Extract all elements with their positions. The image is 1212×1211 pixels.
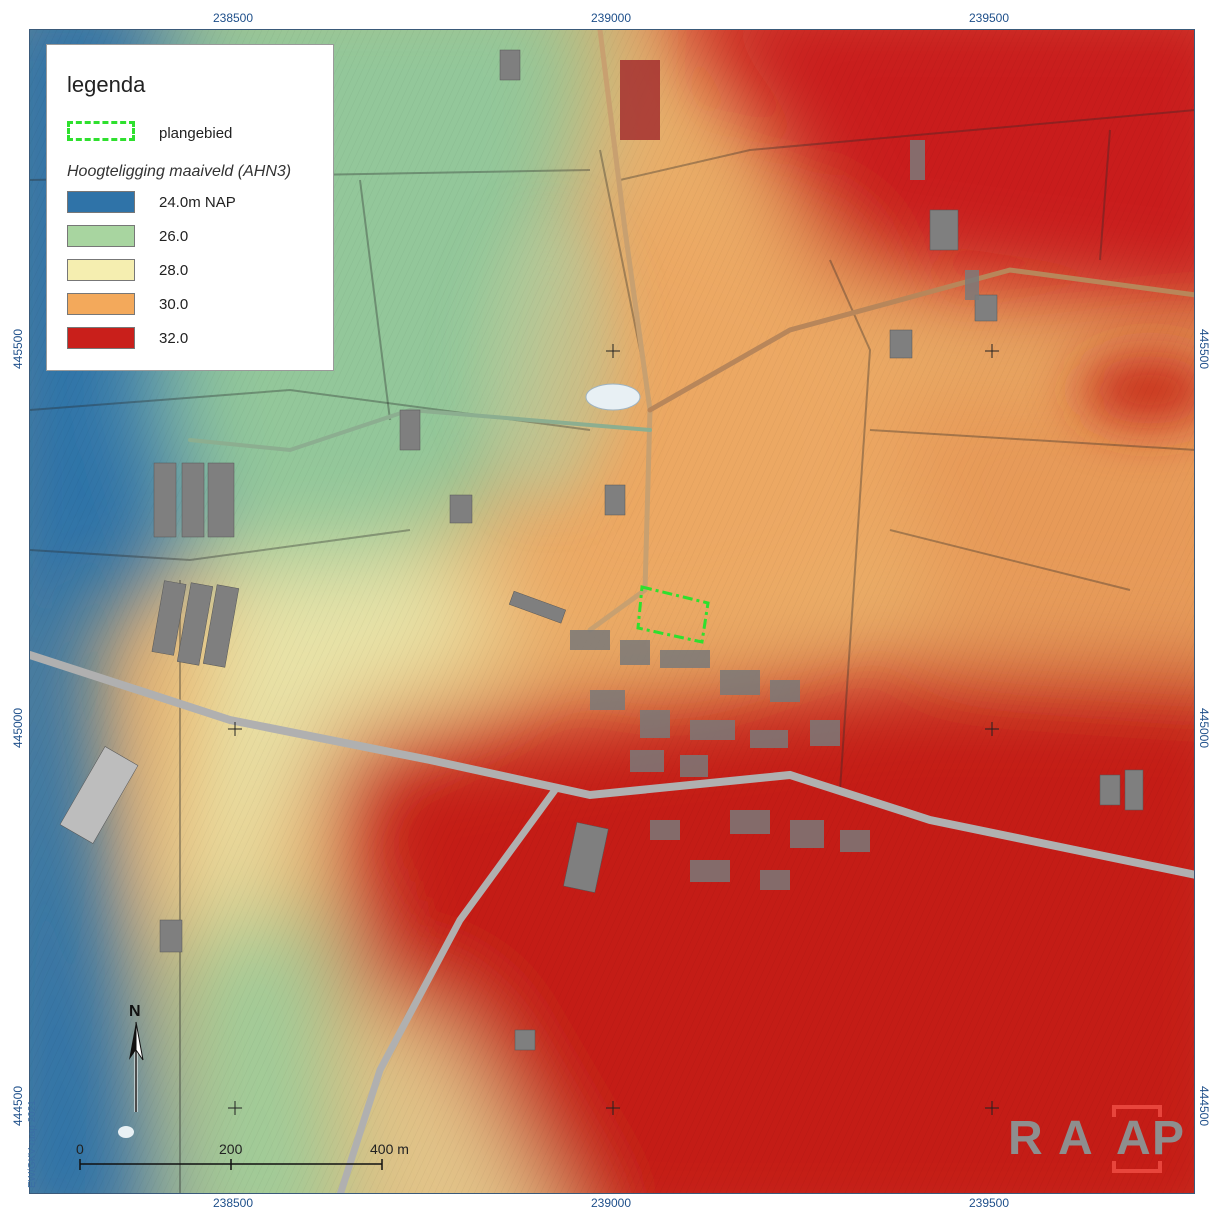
coord-bottom-1: 238500 (212, 1196, 254, 1210)
scale-label-0: 0 (76, 1141, 84, 1157)
scale-bar (79, 1159, 383, 1170)
legend-label-4: 32.0 (159, 330, 189, 347)
logo-letter-p: P (1152, 1112, 1185, 1165)
plan-area-swatch (67, 121, 135, 141)
coord-right-2: 445000 (1197, 707, 1211, 749)
grid-crosses (228, 344, 999, 1115)
legend-swatch-3 (67, 293, 135, 315)
logo-letter-a2: A (1116, 1112, 1151, 1165)
coord-top-3: 239500 (968, 11, 1010, 25)
coord-top-1: 238500 (212, 11, 254, 25)
road-south (336, 786, 559, 1193)
pond-small (118, 1126, 134, 1138)
credit-text: EW/GKV-raap 2021 (27, 1100, 38, 1188)
legend-swatch-0 (67, 191, 135, 213)
legend-label-1: 26.0 (159, 228, 189, 245)
logo-letter-a1: A (1058, 1112, 1093, 1165)
scale-label-400: 400 m (370, 1141, 409, 1157)
plan-area (636, 585, 710, 644)
legend-swatch-1 (67, 225, 135, 247)
coord-left-1: 445500 (11, 328, 25, 370)
roads (30, 30, 1194, 1193)
coord-left-3: 444500 (11, 1085, 25, 1127)
main-road (30, 651, 1194, 879)
pond (585, 383, 641, 411)
legend-swatch-4 (67, 327, 135, 349)
legend-swatch-2 (67, 259, 135, 281)
coord-bottom-3: 239500 (968, 1196, 1010, 1210)
legend-label-0: 24.0m NAP (159, 194, 236, 211)
coord-right-3: 444500 (1197, 1085, 1211, 1127)
scale-label-200: 200 (219, 1141, 243, 1157)
coord-left-2: 445000 (11, 707, 25, 749)
road-east (647, 267, 1194, 413)
road-west (188, 407, 652, 453)
legend-subtitle: Hoogteligging maaiveld (AHN3) (67, 163, 292, 180)
coord-top-2: 239000 (590, 11, 632, 25)
legend-label-2: 28.0 (159, 262, 189, 279)
legend-label-3: 30.0 (159, 296, 189, 313)
legend-title: legenda (67, 72, 146, 97)
raap-logo: R A A P (1008, 1103, 1184, 1175)
coord-right-1: 445500 (1197, 328, 1211, 370)
legend-panel: legenda plangebied Hoogteligging maaivel… (46, 44, 334, 371)
village (570, 60, 979, 890)
plan-area-label: plangebied (159, 125, 233, 142)
north-arrow-icon (129, 1021, 144, 1112)
north-label: N (129, 1003, 141, 1020)
coord-bottom-2: 239000 (590, 1196, 632, 1210)
buildings (59, 49, 1144, 1051)
logo-letter-r: R (1008, 1112, 1043, 1165)
logo-bracket-icon (1112, 1105, 1162, 1173)
